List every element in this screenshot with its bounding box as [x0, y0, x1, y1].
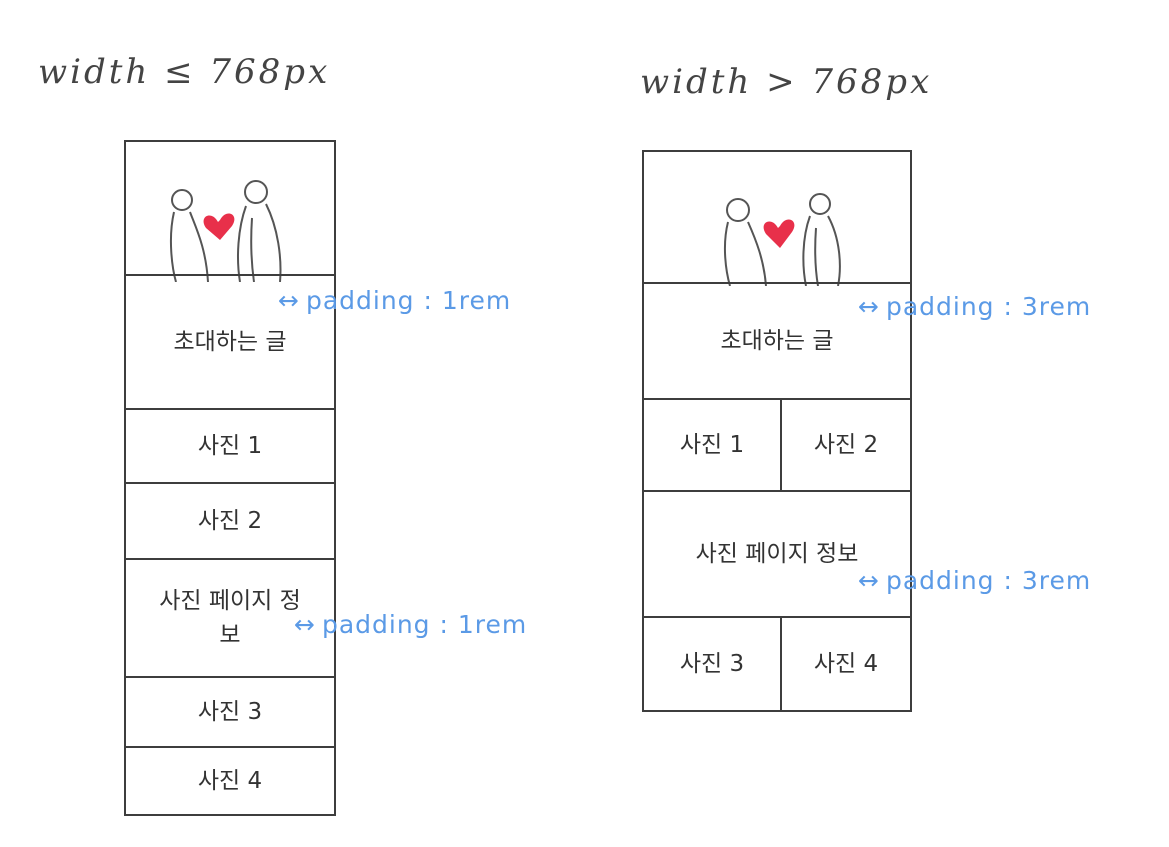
- desktop-padding-note-1: ↔padding : 3rem: [858, 292, 1091, 321]
- desktop-divider: [642, 616, 912, 618]
- mobile-divider: [124, 274, 336, 276]
- mobile-padding-note-1: ↔padding : 1rem: [278, 286, 511, 315]
- mobile-greeting: 초대하는 글: [150, 276, 310, 408]
- desktop-padding-note-1-text: padding : 3rem: [885, 292, 1092, 321]
- desktop-photo1-text: 사진 1: [679, 431, 745, 458]
- mobile-info: 사진 페이지 정보: [150, 560, 310, 676]
- desktop-photo3: 사진 3: [644, 618, 780, 710]
- heart-icon: [203, 213, 235, 240]
- mobile-layout: 초대하는 글 사진 1 사진 2 사진 페이지 정보 사진 3 사진 4: [124, 140, 336, 816]
- mobile-divider: [124, 408, 336, 410]
- double-arrow-icon: ↔: [278, 286, 300, 315]
- desktop-info-text: 사진 페이지 정보: [695, 540, 859, 567]
- desktop-divider-vertical: [780, 398, 782, 490]
- double-arrow-icon: ↔: [858, 292, 880, 321]
- desktop-photo4-text: 사진 4: [813, 650, 879, 677]
- mobile-photo3-text: 사진 3: [197, 698, 263, 725]
- desktop-divider-vertical: [780, 616, 782, 710]
- mobile-divider: [124, 746, 336, 748]
- mobile-padding-note-2-text: padding : 1rem: [321, 610, 528, 639]
- double-arrow-icon: ↔: [858, 566, 880, 595]
- mobile-photo4-text: 사진 4: [197, 767, 263, 794]
- mobile-photo2-text: 사진 2: [197, 507, 263, 534]
- desktop-photo3-text: 사진 3: [679, 650, 745, 677]
- mobile-photo1: 사진 1: [126, 410, 334, 482]
- mobile-greeting-text: 초대하는 글: [173, 328, 287, 355]
- mobile-divider: [124, 558, 336, 560]
- desktop-photo2: 사진 2: [782, 400, 910, 490]
- mobile-padding-note-1-text: padding : 1rem: [305, 286, 512, 315]
- mobile-divider: [124, 676, 336, 678]
- desktop-padding-note-2-text: padding : 3rem: [885, 566, 1092, 595]
- desktop-photo2-text: 사진 2: [813, 431, 879, 458]
- mobile-info-text: 사진 페이지 정보: [159, 587, 301, 649]
- couple-illustration-icon: [723, 193, 841, 286]
- desktop-photo1: 사진 1: [644, 400, 780, 490]
- mobile-title: width ≤ 768px: [38, 52, 331, 92]
- desktop-title: width > 768px: [640, 62, 933, 102]
- mobile-photo1-text: 사진 1: [197, 432, 263, 459]
- mobile-photo3: 사진 3: [126, 678, 334, 746]
- desktop-padding-note-2: ↔padding : 3rem: [858, 566, 1091, 595]
- double-arrow-icon: ↔: [294, 610, 316, 639]
- mobile-padding-note-2: ↔padding : 1rem: [294, 610, 527, 639]
- desktop-greeting: 초대하는 글: [644, 284, 910, 398]
- desktop-divider: [642, 282, 912, 284]
- desktop-photo4: 사진 4: [782, 618, 910, 710]
- heart-icon: [763, 219, 795, 248]
- desktop-layout: 초대하는 글 사진 1 사진 2 사진 페이지 정보 사진 3 사진 4: [642, 150, 912, 712]
- mobile-divider: [124, 482, 336, 484]
- desktop-divider: [642, 490, 912, 492]
- desktop-info: 사진 페이지 정보: [694, 492, 860, 616]
- desktop-divider: [642, 398, 912, 400]
- couple-illustration-icon: [169, 180, 282, 282]
- mobile-photo2: 사진 2: [126, 484, 334, 558]
- mobile-photo4: 사진 4: [126, 748, 334, 814]
- desktop-greeting-text: 초대하는 글: [720, 327, 834, 354]
